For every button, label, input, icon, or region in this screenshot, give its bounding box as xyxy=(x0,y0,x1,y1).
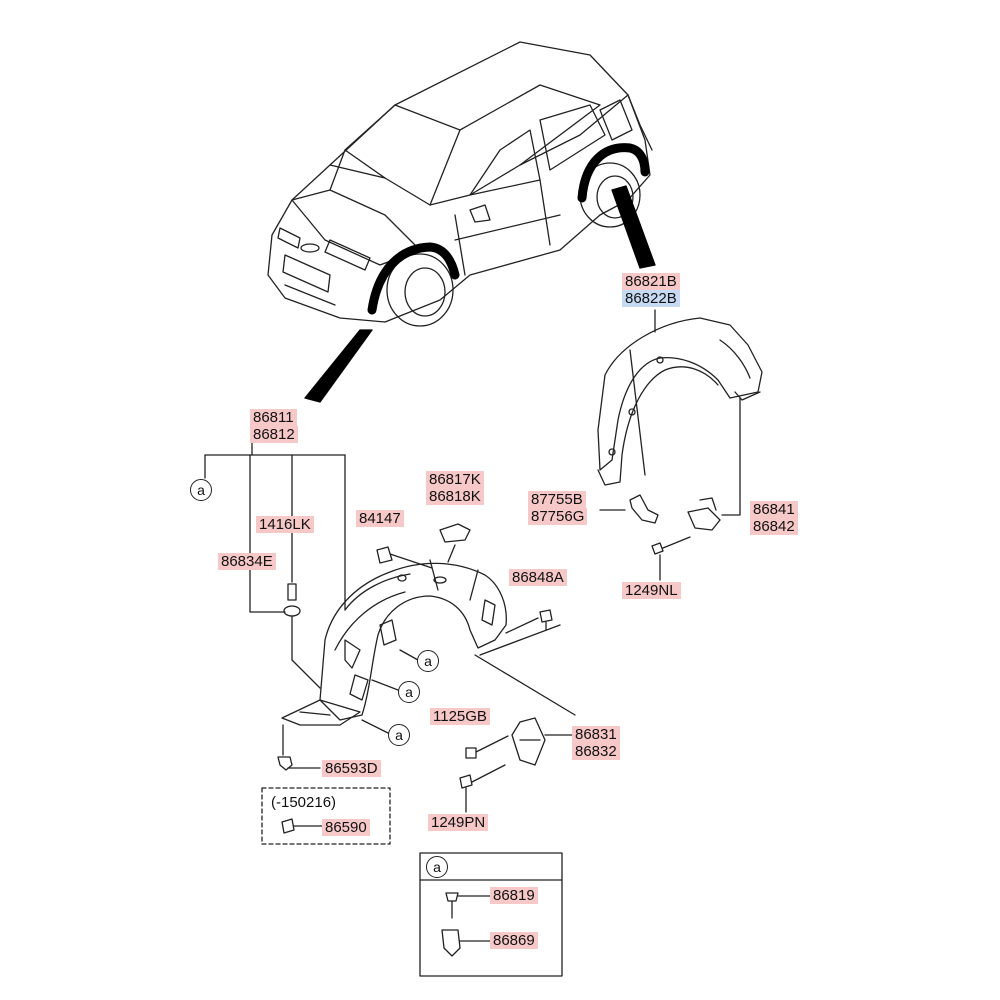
label-screw-1249NL: 1249NL xyxy=(622,582,681,599)
callout-a: a xyxy=(398,681,420,703)
label-rear-liner-2: 86822B xyxy=(622,290,680,307)
rear-arch-highlight xyxy=(577,143,650,203)
label-bracket-2: 86818K xyxy=(426,488,484,505)
front-arch-highlight xyxy=(367,242,460,315)
label-bolt-1125GB: 1125GB xyxy=(430,708,490,725)
rear-pointer xyxy=(611,185,656,269)
callout-a: a xyxy=(388,724,410,746)
car-illustration xyxy=(267,41,653,327)
label-nut-84147: 84147 xyxy=(356,510,404,527)
rear-liner-drawing xyxy=(597,309,763,516)
label-legend-screw: 86819 xyxy=(490,887,538,904)
label-guard-1: 86831 xyxy=(572,726,620,743)
rear-flap-86841 xyxy=(687,507,721,531)
guard-86831 xyxy=(511,717,546,766)
label-date-note: (-150216) xyxy=(271,794,337,811)
callout-a: a xyxy=(190,479,212,501)
date-note-box xyxy=(261,787,391,845)
label-clip-86593D: 86593D xyxy=(322,760,381,777)
label-bracket-1: 86817K xyxy=(426,471,484,488)
label-front-liner-1: 86811 xyxy=(250,409,297,426)
label-legend-clip: 86869 xyxy=(490,932,538,949)
label-guard-2: 86832 xyxy=(572,743,620,760)
label-rear-flap-2: 86842 xyxy=(750,518,798,535)
label-rear-flap-1: 86841 xyxy=(750,501,798,518)
rear-bracket-87755B xyxy=(629,494,659,524)
legend-callout-a: a xyxy=(426,856,448,878)
screw-1249NL xyxy=(651,542,664,555)
legend-box xyxy=(419,852,563,977)
label-clip-86590: 86590 xyxy=(322,819,370,836)
front-liner-drawing xyxy=(281,559,507,726)
label-front-liner-2: 86812 xyxy=(250,426,298,443)
label-clip-86834E: 86834E xyxy=(218,553,276,570)
label-screw-1416LK: 1416LK xyxy=(256,516,314,533)
label-screw-1249PN: 1249PN xyxy=(428,814,489,831)
front-pointer xyxy=(304,329,373,403)
label-clip-86848A: 86848A xyxy=(509,569,567,586)
label-rear-bracket-1: 87755B xyxy=(528,491,586,508)
callout-a: a xyxy=(417,650,439,672)
label-rear-liner-1: 86821B xyxy=(622,273,680,290)
label-rear-bracket-2: 87756G xyxy=(528,508,588,525)
